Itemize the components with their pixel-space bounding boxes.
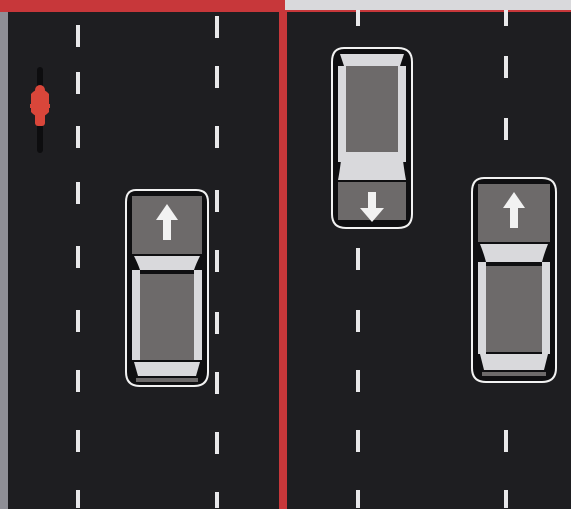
car-right-lane [472, 178, 556, 382]
center-red-divider [279, 12, 287, 509]
car-center-lane [332, 48, 412, 228]
top-right-light-strip [285, 0, 571, 10]
road-left-edge [0, 0, 8, 509]
car-left-lane [126, 190, 208, 386]
